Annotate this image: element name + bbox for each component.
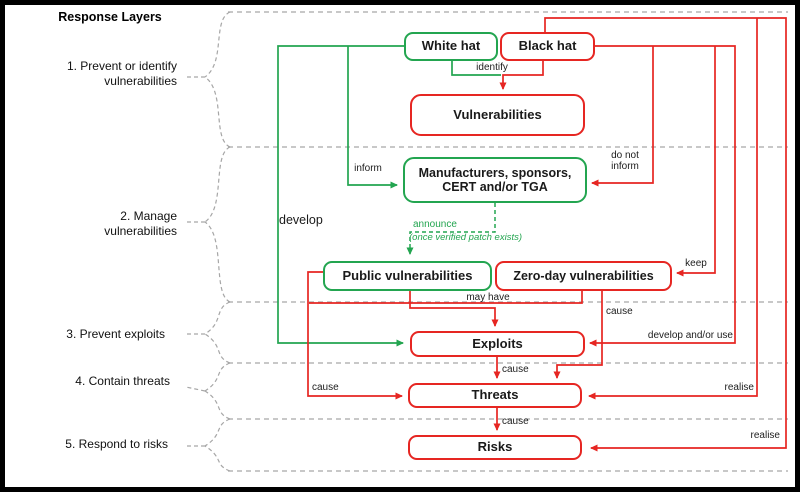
edge-label-do-not-inform-line2: inform bbox=[611, 161, 639, 172]
layer3-label: 3. Prevent exploits bbox=[20, 327, 165, 342]
edge-label-do-not-inform: do not inform bbox=[602, 150, 648, 172]
layer2-label-line1: 2. Manage bbox=[120, 209, 177, 223]
edge-keep-line bbox=[676, 46, 716, 277]
edge-cause-threats-left-line bbox=[307, 271, 403, 400]
edge-label-cause-zero-day: cause bbox=[606, 306, 633, 317]
layer5-brace bbox=[186, 418, 231, 472]
node-manufacturers-line1: Manufacturers, sponsors, bbox=[418, 165, 572, 180]
node-manufacturers-label: Manufacturers, sponsors, CERT and/or TGA bbox=[419, 166, 572, 195]
node-manufacturers: Manufacturers, sponsors, CERT and/or TGA bbox=[403, 157, 587, 203]
node-white-hat-label: White hat bbox=[421, 38, 481, 54]
node-threats: Threats bbox=[408, 383, 582, 408]
layer4-label-line1: 4. Contain threats bbox=[75, 374, 170, 388]
edge-label-cause-exploits: cause bbox=[502, 364, 529, 375]
edge-label-develop: develop bbox=[279, 213, 323, 227]
edge-label-do-not-inform-line1: do not bbox=[611, 150, 639, 161]
layer4-label: 4. Contain threats bbox=[20, 374, 170, 389]
edge-realise-risks-line bbox=[544, 17, 787, 452]
layer4-brace bbox=[185, 362, 231, 420]
edge-label-realise-risks: realise bbox=[750, 430, 780, 441]
node-risks-label: Risks bbox=[477, 439, 513, 455]
node-zero-day-vulnerabilities: Zero-day vulnerabilities bbox=[495, 261, 672, 291]
edge-label-cause-threats: cause bbox=[502, 416, 529, 427]
layer1-brace bbox=[186, 11, 231, 148]
node-public-vulnerabilities-label: Public vulnerabilities bbox=[342, 267, 473, 283]
edge-label-inform: inform bbox=[354, 163, 382, 174]
edge-do-not-inform-line bbox=[591, 46, 654, 187]
edge-may-have-line bbox=[409, 291, 499, 327]
layer2-label: 2. Manage vulnerabilities bbox=[20, 209, 177, 239]
layer3-brace bbox=[186, 301, 231, 364]
edge-identify-red-line bbox=[499, 61, 544, 90]
node-black-hat-label: Black hat bbox=[518, 38, 577, 54]
edge-label-realise-threats: realise bbox=[724, 382, 754, 393]
node-vulnerabilities: Vulnerabilities bbox=[410, 94, 585, 136]
panel-title: Response Layers bbox=[58, 10, 162, 24]
node-black-hat: Black hat bbox=[500, 32, 595, 61]
node-white-hat: White hat bbox=[404, 32, 498, 61]
edge-label-identify: identify bbox=[476, 62, 508, 73]
edge-label-cause-public: cause bbox=[312, 382, 339, 393]
edge-zero-day-to-left-line bbox=[309, 291, 583, 304]
layer1-label-line2: vulnerabilities bbox=[104, 74, 177, 88]
edge-label-may-have: may have bbox=[466, 292, 510, 303]
edge-identify-green-line bbox=[451, 61, 501, 76]
layer1-label: 1. Prevent or identify vulnerabilities bbox=[20, 59, 177, 89]
node-zero-day-vulnerabilities-label: Zero-day vulnerabilities bbox=[513, 268, 654, 283]
edge-realise-threats-line bbox=[588, 18, 758, 400]
layer5-label-line1: 5. Respond to risks bbox=[65, 437, 168, 451]
layer5-label: 5. Respond to risks bbox=[20, 437, 168, 452]
node-vulnerabilities-label: Vulnerabilities bbox=[453, 106, 542, 122]
node-exploits: Exploits bbox=[410, 331, 585, 357]
edge-label-announce-note: (once verified patch exists) bbox=[409, 232, 522, 243]
edge-label-develop-and-or-use: develop and/or use bbox=[647, 330, 733, 341]
layer3-label-line1: 3. Prevent exploits bbox=[66, 327, 165, 341]
node-risks: Risks bbox=[408, 435, 582, 460]
node-threats-label: Threats bbox=[471, 387, 519, 403]
edge-label-keep: keep bbox=[685, 258, 707, 269]
edge-announce-line bbox=[406, 203, 496, 255]
node-public-vulnerabilities: Public vulnerabilities bbox=[323, 261, 492, 291]
edge-develop-line bbox=[277, 45, 404, 347]
layer1-label-line1: 1. Prevent or identify bbox=[66, 59, 177, 73]
node-exploits-label: Exploits bbox=[472, 335, 523, 351]
node-manufacturers-line2: CERT and/or TGA bbox=[442, 180, 548, 194]
edge-zero-day-cause-threats-line bbox=[553, 291, 603, 379]
edge-label-announce: announce bbox=[413, 219, 457, 230]
layer2-label-line2: vulnerabilities bbox=[104, 224, 177, 238]
edge-develop-and-or-use-line bbox=[589, 45, 736, 347]
layer2-brace bbox=[186, 146, 231, 303]
edge-inform-line bbox=[347, 46, 398, 189]
